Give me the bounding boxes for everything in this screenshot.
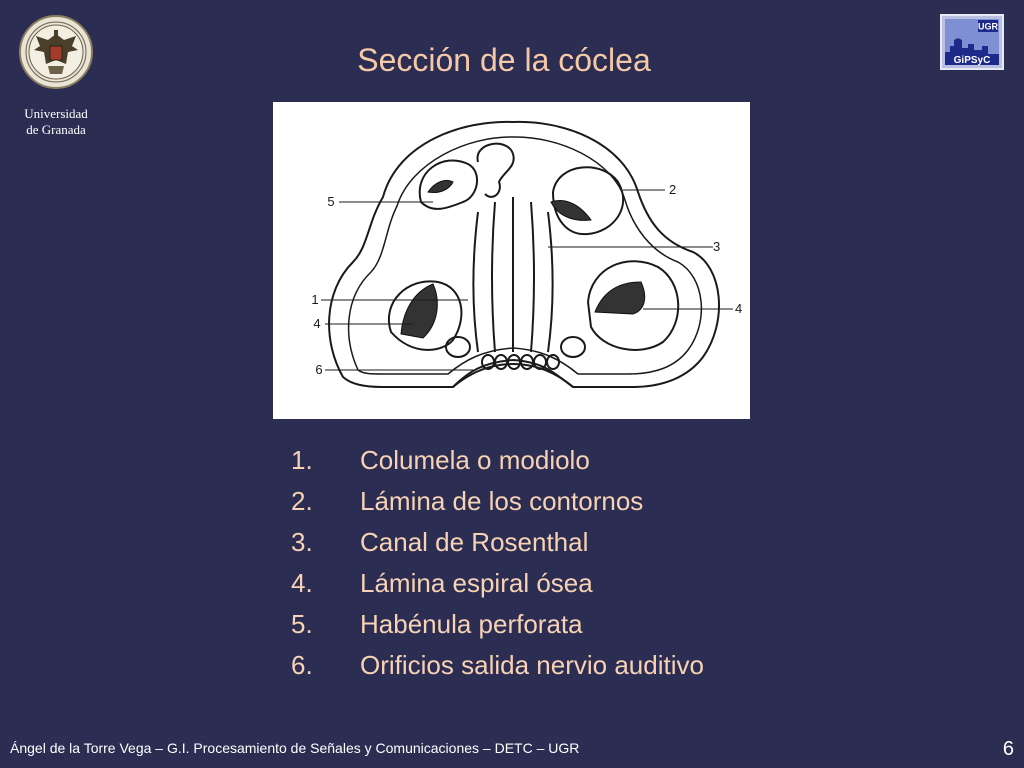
legend-number: 3. <box>291 527 313 557</box>
legend-number: 1. <box>291 445 313 475</box>
legend-item: 6. Orificios salida nervio auditivo <box>291 645 704 686</box>
university-line-1: Universidad <box>24 106 88 121</box>
legend-item: 5. Habénula perforata <box>291 604 704 645</box>
figure-label-1: 1 <box>311 292 318 307</box>
figure-label-5: 5 <box>327 194 334 209</box>
legend-text: Orificios salida nervio auditivo <box>360 650 704 680</box>
legend-item: 2. Lámina de los contornos <box>291 481 704 522</box>
lamina-top-left <box>427 179 454 193</box>
cochlea-section-diagram: 5 2 3 1 4 4 6 <box>273 102 750 419</box>
legend-item: 1. Columela o modiolo <box>291 440 704 481</box>
legend-text: Habénula perforata <box>360 609 583 639</box>
figure-label-2: 2 <box>669 182 676 197</box>
legend-item: 3. Canal de Rosenthal <box>291 522 704 563</box>
logo-bottom-text: GiPSyC <box>954 55 991 66</box>
modiolus <box>472 197 554 353</box>
loop-top-center <box>476 142 515 198</box>
legend-text: Columela o modiolo <box>360 445 590 475</box>
legend-number: 4. <box>291 568 313 598</box>
legend-item: 4. Lámina espiral ósea <box>291 563 704 604</box>
legend-number: 5. <box>291 609 313 639</box>
gipsyc-logo: UGR GiPSyC <box>940 14 1004 70</box>
legend-text: Canal de Rosenthal <box>360 527 589 557</box>
legend-number: 6. <box>291 650 313 680</box>
university-line-2: de Granada <box>26 122 86 137</box>
loop-left <box>388 280 463 351</box>
page-number: 6 <box>1002 738 1014 760</box>
slide-title: Sección de la cóclea <box>357 42 651 78</box>
university-seal-logo <box>19 15 93 89</box>
loop-right <box>586 260 680 351</box>
footer-credit: Ángel de la Torre Vega – G.I. Procesamie… <box>10 740 580 756</box>
legend-number: 2. <box>291 486 313 516</box>
legend-text: Lámina de los contornos <box>360 486 644 516</box>
legend-list: 1. Columela o modiolo 2. Lámina de los con… <box>291 440 704 686</box>
legend-text: Lámina espiral ósea <box>360 568 593 598</box>
inner-contour <box>347 136 703 375</box>
figure-label-6: 6 <box>315 362 322 377</box>
figure-label-4-right: 4 <box>735 301 742 316</box>
nerve-orifices <box>481 354 560 370</box>
loop-top-right <box>551 166 625 236</box>
figure-label-3: 3 <box>713 239 720 254</box>
lamina-right <box>594 281 646 315</box>
lamina-top-right <box>550 200 592 221</box>
lamina-left <box>400 283 438 339</box>
university-name: Universidad de Granada <box>10 106 102 138</box>
figure-label-4-left: 4 <box>313 316 320 331</box>
outer-contour <box>328 120 720 388</box>
loop-top-left <box>418 159 478 210</box>
logo-top-text: UGR <box>978 22 999 32</box>
